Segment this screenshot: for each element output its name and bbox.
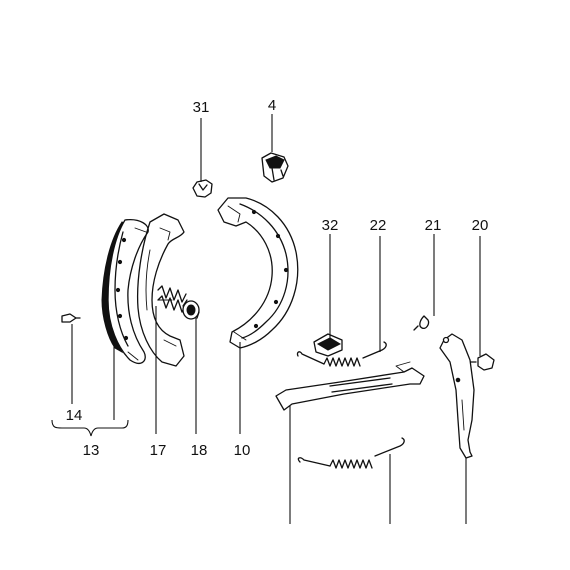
callout-21: 21 [425, 217, 442, 234]
callout-17: 17 [150, 442, 167, 459]
part-17-spring [157, 285, 187, 313]
callout-18: 18 [191, 442, 208, 459]
callout-13: 13 [83, 442, 100, 459]
backing-plate [136, 213, 185, 367]
group-bracket [51, 419, 129, 437]
lower-return-spring [297, 437, 405, 469]
callout-20: 20 [472, 217, 489, 234]
part-32-clip [313, 333, 343, 357]
part-31-clip [192, 179, 213, 198]
part-21-clip [413, 315, 430, 331]
callout-31: 31 [193, 99, 210, 116]
part-4-bush [261, 152, 289, 183]
part-13-brake-shoe [101, 219, 149, 364]
callout-4: 4 [268, 97, 276, 114]
part-10-brake-shoe [217, 197, 299, 349]
callout-labels: 31 4 32 22 21 20 14 13 17 18 10 [66, 97, 489, 459]
leader-lines [51, 114, 481, 524]
callout-14: 14 [66, 407, 83, 424]
callout-10: 10 [234, 442, 251, 459]
adjuster-strut [275, 361, 425, 411]
part-20-bolt [465, 353, 495, 371]
part-22-spring [296, 341, 387, 367]
callout-22: 22 [370, 217, 387, 234]
part-14-pin [61, 313, 81, 323]
parking-brake-lever [439, 333, 475, 459]
callout-32: 32 [322, 217, 339, 234]
part-18-retainer [182, 299, 200, 320]
